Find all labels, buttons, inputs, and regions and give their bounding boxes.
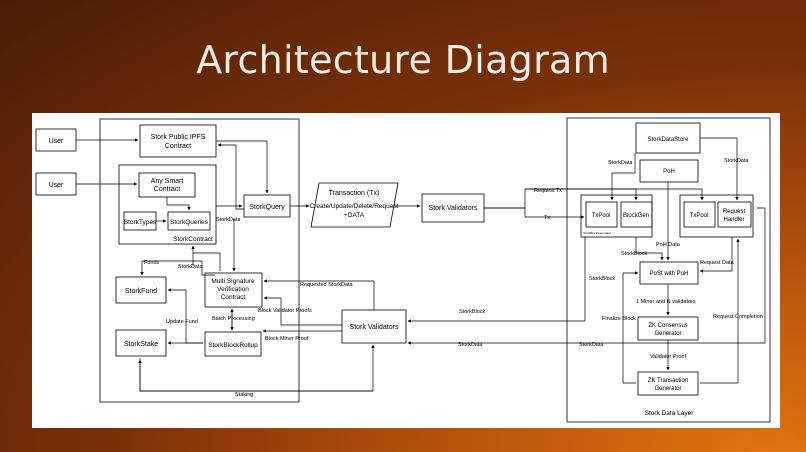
- edge-label-storkdata-e: StorkData: [724, 158, 749, 164]
- ipfs-contract-node: [139, 124, 217, 158]
- request-container: [679, 194, 754, 238]
- edge-label-request-data: Request Data: [700, 260, 735, 266]
- edge-label-finalize: Finalize Block: [602, 316, 636, 322]
- storkfund-node: [115, 276, 167, 304]
- ipfs-label-line2: Contract: [165, 143, 192, 150]
- request-handler-label-line1: Request: [723, 209, 746, 215]
- edge-label-miners: 1 Miner and N validators: [636, 299, 696, 305]
- storkcontract-label: StorkContract: [173, 236, 213, 243]
- stork-data-layer-label: Stork Data Layer: [645, 410, 695, 417]
- edge-label-storkblock-a: StorkBlock: [459, 309, 486, 315]
- edge-label-update-fund: Update Fund: [166, 319, 198, 325]
- edge-label-storkdata-c: StorkData: [458, 342, 483, 348]
- edge-label-storkdata-b: StorkData: [178, 264, 203, 270]
- edge-label-block-validator-proofs: Block Validator Proofs: [258, 308, 312, 314]
- multisig-label-line1: Multi Signature: [211, 278, 255, 285]
- request-handler-label-line2: Handler: [723, 217, 744, 223]
- slide-title: Architecture Diagram: [196, 38, 610, 82]
- storkqueries-node: [167, 211, 211, 231]
- txpool-label-1: TxPool: [592, 213, 611, 219]
- transaction-label-line2: Create/Update/Delete/Request: [310, 203, 399, 210]
- zk-transaction-label-line2: Generator: [654, 386, 681, 392]
- transaction-label-line1: Transaction (Tx): [329, 190, 380, 197]
- edge-label-request-completion: Request Completion: [713, 314, 763, 320]
- storkstake-label: StorkStake: [124, 341, 158, 348]
- edge-label-validator-proof: Validator Proof: [650, 354, 686, 360]
- storkstake-node: [115, 329, 167, 357]
- multisig-label-line3: Contract: [221, 294, 246, 301]
- edge-label-tx: Tx: [544, 215, 550, 221]
- architecture-diagram: User User Stork Public IPFS Contract Any…: [35, 117, 771, 423]
- transaction-node: [310, 182, 399, 228]
- poh-node: [639, 159, 699, 183]
- post-with-poh-node: [639, 261, 699, 285]
- edge-label-batch: Batch Processing: [212, 316, 255, 322]
- multisig-contract-node: [204, 272, 263, 308]
- smart-contract-label-line1: Any Smart: [151, 178, 184, 185]
- zk-transaction-label-line1: ZK Transaction: [648, 378, 688, 384]
- user-label-2: User: [49, 182, 64, 189]
- post-with-poh-label: PoSt with PoH: [650, 271, 689, 277]
- storkfund-label: StorkFund: [125, 288, 157, 295]
- storkblockrollup-node: [204, 331, 262, 357]
- storkqueries-label: StorkQueries: [170, 219, 209, 226]
- transaction-label-line3: +DATA: [344, 212, 365, 219]
- multisig-label-line2: Verification: [217, 286, 249, 293]
- blockgen-label: BlockGen: [623, 213, 649, 219]
- edge-label-storkblock-c: StorkBlock: [589, 276, 616, 282]
- ipfs-label-line1: Stork Public IPFS: [151, 134, 206, 141]
- stork-validators-mid-label: Stork Validators: [350, 324, 399, 331]
- edge-label-poh-data: PoH Data: [656, 242, 681, 248]
- edge-label-block-miner-proof: Block Miner Proof: [265, 336, 309, 342]
- edge-label-request-tx: Request Tx: [534, 188, 562, 194]
- diagram-canvas: User User Stork Public IPFS Contract Any…: [32, 113, 780, 428]
- stork-data-layer-container: [566, 117, 771, 423]
- user-label-1: User: [49, 138, 64, 145]
- edge-label-funds: Funds: [144, 260, 160, 266]
- edge-label-storkdata-a: StorkData: [216, 217, 241, 223]
- edge-label-storkblock-b: StorkBlock: [621, 251, 648, 257]
- blockgen-node: [620, 201, 653, 228]
- txpool-2-node: [683, 201, 716, 228]
- storkblockrollup-label: StorkBlockRollup: [208, 342, 258, 349]
- edge-label-requested-storkdata: Requested StorkData: [300, 282, 354, 288]
- txpool-label-2: TxPool: [690, 213, 709, 219]
- storkquery-label: StorkQuery: [249, 204, 285, 211]
- txpool-1-node: [585, 201, 618, 228]
- poh-label: PoH: [663, 169, 675, 175]
- smart-contract-node: [138, 172, 196, 198]
- edge-label-staking: Staking: [235, 392, 253, 398]
- edge-label-storkdata-d: StorkData: [608, 160, 633, 166]
- storkdatastore-label: StorkDataStore: [647, 137, 689, 143]
- zk-transaction-node: [637, 371, 699, 396]
- stork-validators-top-label: Stork Validators: [429, 205, 478, 212]
- zk-consensus-label-line1: ZK Consensus: [648, 323, 687, 329]
- chain-container: [99, 118, 300, 403]
- edge-label-storkdata-f: StorkData: [579, 342, 604, 348]
- storkcontract-container: [118, 164, 217, 245]
- zk-consensus-label-line2: Generator: [654, 331, 681, 337]
- storktypes-label: StorkTypes: [124, 219, 157, 226]
- smart-contract-label-line2: Contract: [154, 186, 181, 193]
- request-handler-node: [717, 201, 752, 228]
- storkblockgenerator-label: StorkBlockGenerator: [583, 231, 611, 235]
- connectors: [76, 137, 766, 392]
